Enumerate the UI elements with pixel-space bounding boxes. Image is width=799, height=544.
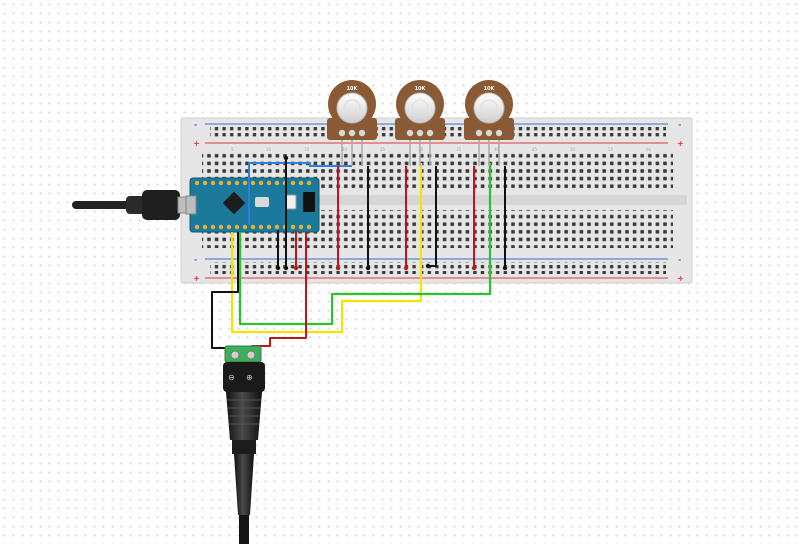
jack-minus-label: ⊖ — [228, 373, 235, 382]
rail-minus-top-right: - — [678, 120, 681, 129]
col-num: 5 — [231, 147, 234, 152]
wire-green — [238, 163, 492, 326]
arduino-nano — [185, 177, 320, 233]
col-num: 45 — [532, 147, 538, 152]
potentiometer-3: 10K — [464, 80, 514, 166]
potentiometer-2: 10K — [395, 80, 445, 166]
col-num: 10 — [266, 147, 272, 152]
arduino-reset-button — [285, 194, 297, 210]
arduino-usb-port — [185, 195, 197, 215]
pot-label: 10K — [415, 86, 427, 92]
col-num: 50 — [570, 147, 576, 152]
wire-blue — [248, 162, 352, 225]
column-numbers-top: 5 10 15 20 25 30 35 40 45 50 55 60 — [231, 147, 652, 152]
wire-endpoints — [275, 155, 508, 271]
jack-body — [223, 362, 265, 392]
usb-plug-strain-relief — [126, 196, 146, 214]
rail-plus-top-left: + — [193, 139, 200, 148]
wire-yellow — [230, 163, 423, 334]
arduino-icsp-header — [303, 192, 315, 212]
col-num: 55 — [608, 147, 614, 152]
rail-minus-bottom-right: - — [678, 255, 681, 264]
usb-cable — [72, 190, 193, 220]
jack-screw-minus — [230, 350, 240, 360]
wire-endpoints-red — [293, 265, 477, 271]
jack-strain-relief — [234, 454, 254, 515]
col-num: 25 — [380, 147, 386, 152]
jack-plus-label: ⊕ — [246, 373, 253, 382]
col-num: 60 — [646, 147, 652, 152]
pot-label: 10K — [347, 86, 359, 92]
arduino-board — [189, 177, 320, 233]
rail-plus-bottom-left: + — [193, 274, 200, 283]
arduino-top-pins — [194, 180, 312, 186]
pot-knob — [473, 92, 505, 124]
pot-label: 10K — [484, 86, 496, 92]
rail-minus-top-left: - — [194, 120, 197, 129]
arduino-bottom-pins — [194, 224, 312, 230]
jack-neck — [232, 440, 256, 454]
col-num: 15 — [304, 147, 310, 152]
col-num: 35 — [456, 147, 462, 152]
wire-black-pot2 — [428, 166, 437, 267]
dc-power-jack: ⊖ ⊕ — [223, 345, 265, 544]
potentiometer-1: 10K — [327, 80, 377, 166]
pot-knob — [336, 92, 368, 124]
col-num: 30 — [418, 147, 424, 152]
jack-terminal-block — [224, 345, 262, 363]
jack-grip-rings — [227, 399, 261, 425]
col-num: 20 — [342, 147, 348, 152]
usb-plug-body — [142, 190, 180, 220]
rail-plus-bottom-right: + — [677, 274, 684, 283]
jack-screw-plus — [246, 350, 256, 360]
rail-plus-top-right: + — [677, 139, 684, 148]
rail-minus-bottom-left: - — [194, 255, 197, 264]
col-num: 40 — [494, 147, 500, 152]
jack-cable — [239, 515, 249, 544]
pot-knob — [404, 92, 436, 124]
arduino-crystal — [255, 197, 269, 207]
bottom-rail-holes — [210, 262, 666, 274]
